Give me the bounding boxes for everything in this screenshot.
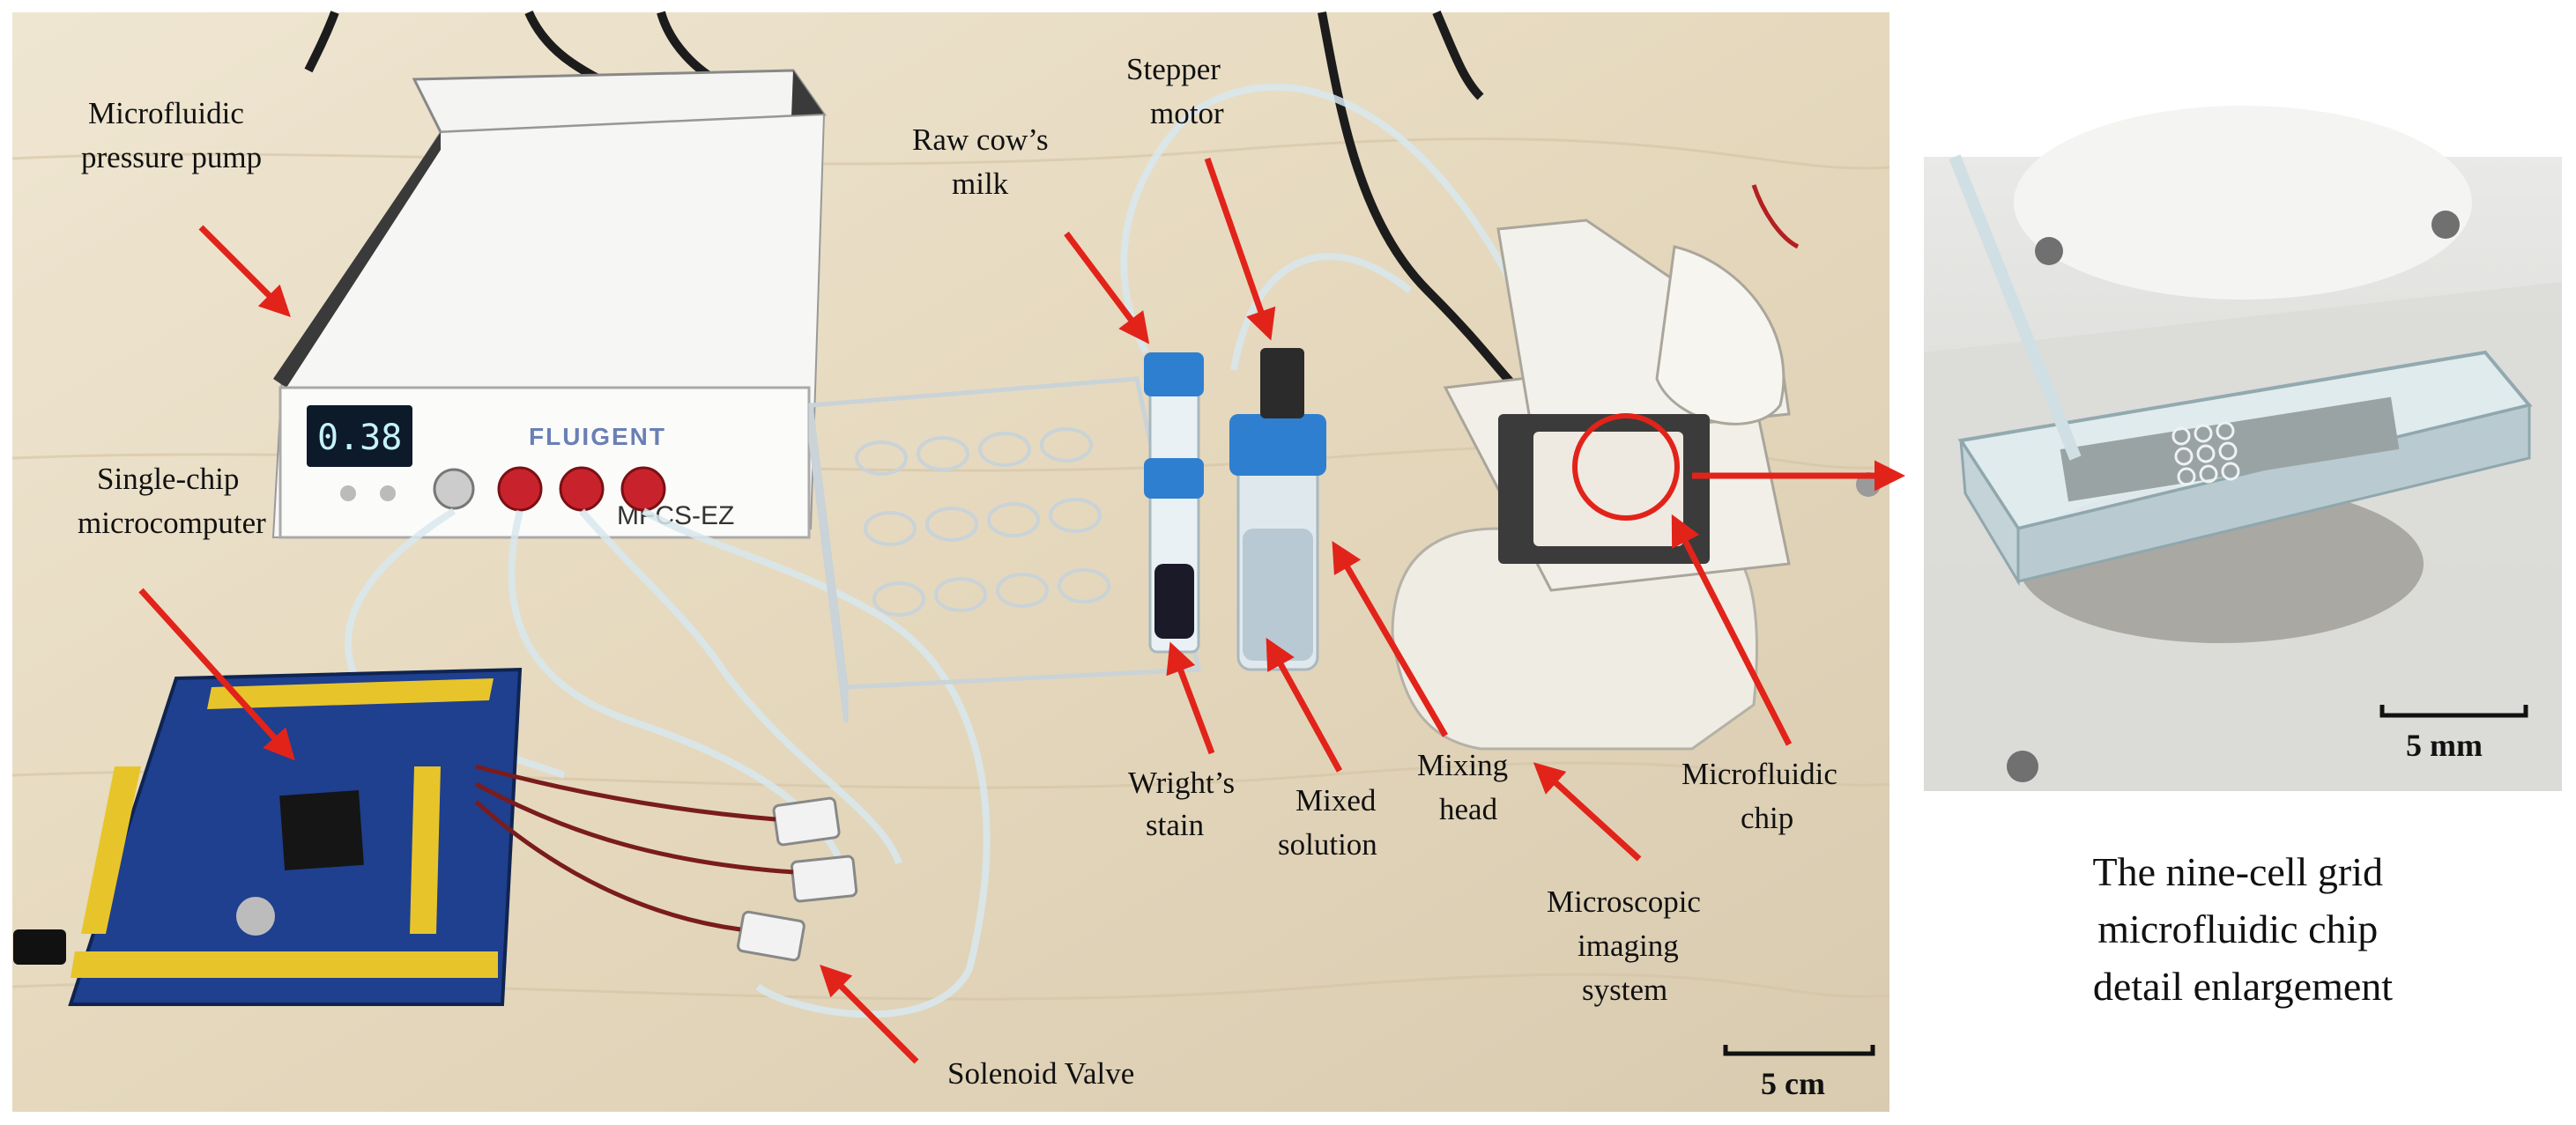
- detail-scale-bar: 5 mm: [2379, 705, 2528, 763]
- tube-rack: [808, 376, 1202, 723]
- label-imaging-system: Microscopic imaging system: [1547, 884, 1709, 1007]
- detail-caption: The nine-cell grid microfluidic chip det…: [2092, 849, 2393, 1009]
- arrow-mixed-solution: [1266, 637, 1343, 773]
- arrow-microfluidic-chip: [1671, 514, 1793, 746]
- label-microcomputer: Single-chip microcomputer: [78, 462, 266, 540]
- arrow-wright-stain: [1166, 641, 1215, 755]
- label-stepper-motor: Stepper motor: [1126, 52, 1229, 130]
- pump-brand: FLUIGENT: [529, 423, 666, 450]
- label-mixing-head: Mixing head: [1417, 748, 1516, 826]
- arrow-stepper-motor: [1204, 157, 1276, 341]
- label-raw-milk: Raw cow’s milk: [912, 122, 1056, 201]
- solenoid-valves: [474, 764, 858, 962]
- label-solenoid-valve: Solenoid Valve: [947, 1056, 1134, 1091]
- arrow-mixing-head: [1332, 540, 1449, 737]
- pump-button-right: [380, 485, 396, 501]
- pump-port-1: [433, 468, 475, 510]
- detail-photo: 5 mm: [1924, 106, 2562, 791]
- detail-chip-channel: [2060, 396, 2400, 502]
- pump-button-left: [340, 485, 356, 501]
- pump-display: [307, 405, 412, 467]
- callout-arrows: [138, 157, 1905, 1064]
- pump-port-2: [497, 466, 543, 512]
- label-microfluidic-chip: Microfluidic chip: [1681, 757, 1845, 835]
- arrow-pressure-pump: [198, 225, 291, 317]
- imaging-system-device: [1391, 184, 1881, 751]
- nine-cell-grid: [2171, 421, 2240, 486]
- photo-labels: Microfluidic pressure pump Single-chip m…: [78, 52, 1845, 1091]
- label-mixed-solution: Mixed solution: [1278, 783, 1384, 862]
- label-wright-stain: Wright’s stain: [1128, 766, 1243, 842]
- stepper-motor: [1260, 348, 1304, 418]
- pump-port-4: [620, 466, 666, 512]
- mcu-chip: [279, 789, 364, 871]
- microcomputer-board: [13, 667, 523, 1006]
- pump-port-3: [559, 466, 605, 512]
- arrow-imaging-system: [1533, 762, 1642, 862]
- chip-highlight-circle: [1572, 413, 1680, 521]
- detail-scale-label: 5 mm: [2406, 728, 2483, 763]
- main-scale-label: 5 cm: [1761, 1066, 1825, 1101]
- pump-display-value: 0.38: [317, 418, 402, 458]
- arrow-microcomputer: [138, 588, 295, 761]
- main-scale-bar: 5 cm: [1723, 1045, 1875, 1101]
- mixed-solution-bottle: [1229, 348, 1326, 671]
- pressure-pump-device: 0.38 FLUIGENT MFCS-EZ: [271, 69, 827, 539]
- arrow-raw-milk: [1064, 231, 1150, 344]
- label-pressure-pump: Microfluidic pressure pump: [81, 96, 262, 174]
- main-photo: 0.38 FLUIGENT MFCS-EZ: [11, 10, 1905, 1112]
- stain-tube: [1154, 564, 1194, 639]
- arrow-solenoid-valve: [820, 965, 919, 1064]
